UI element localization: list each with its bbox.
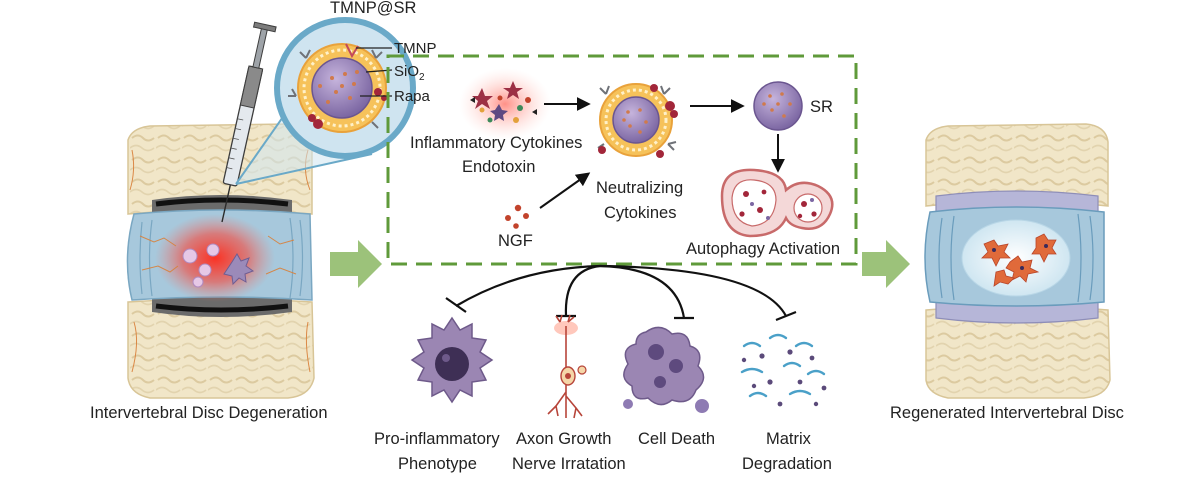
matrix-degradation-icon	[740, 333, 827, 407]
label-degradation: Degradation	[742, 455, 832, 473]
neuron-icon	[547, 314, 587, 419]
inflammatory-cytokines-icon	[459, 68, 551, 140]
inhibition-branches	[445, 264, 797, 322]
label-sr: SR	[810, 98, 833, 116]
neutralizing-nanoparticle-icon	[597, 83, 678, 158]
label-autophagy-activation: Autophagy Activation	[686, 240, 840, 258]
cell-death-icon	[623, 326, 709, 413]
flow-arrow-right	[862, 240, 910, 288]
label-ngf: NGF	[498, 232, 533, 250]
autophagy-cell-icon	[720, 168, 834, 238]
arrow-ngf-to-particle	[539, 172, 591, 209]
label-ivd-degeneration: Intervertebral Disc Degeneration	[90, 404, 328, 422]
magnifier-callout	[235, 17, 416, 185]
label-axon-growth: Axon Growth	[516, 430, 611, 448]
label-endotoxin: Endotoxin	[462, 158, 535, 176]
label-cytokines: Cytokines	[604, 204, 676, 222]
label-nerve-irratation: Nerve Irratation	[512, 455, 626, 473]
label-pro-inflammatory: Pro-inflammatory	[374, 430, 500, 448]
regenerated-disc-illustration	[924, 123, 1111, 399]
pro-inflammatory-cell-icon	[410, 316, 494, 404]
label-inflammatory-cytokines: Inflammatory Cytokines	[410, 134, 582, 152]
flow-arrow-left	[330, 240, 382, 288]
label-matrix: Matrix	[766, 430, 812, 448]
degenerated-disc-illustration	[126, 123, 315, 399]
sr-particle-icon	[753, 81, 803, 131]
label-rapa: Rapa	[394, 88, 431, 105]
label-tmnp-sr: TMNP@SR	[330, 0, 416, 17]
ngf-icon	[505, 204, 529, 229]
label-regenerated-ivd: Regenerated Intervertebral Disc	[890, 404, 1124, 422]
label-tmnp: TMNP	[394, 40, 437, 57]
label-sio2: SiO2	[394, 63, 425, 83]
label-cell-death: Cell Death	[638, 430, 715, 448]
mechanism-dashed-box	[386, 54, 858, 266]
syringe-icon	[221, 21, 277, 223]
label-phenotype: Phenotype	[398, 455, 477, 473]
label-neutralizing: Neutralizing	[596, 179, 683, 197]
